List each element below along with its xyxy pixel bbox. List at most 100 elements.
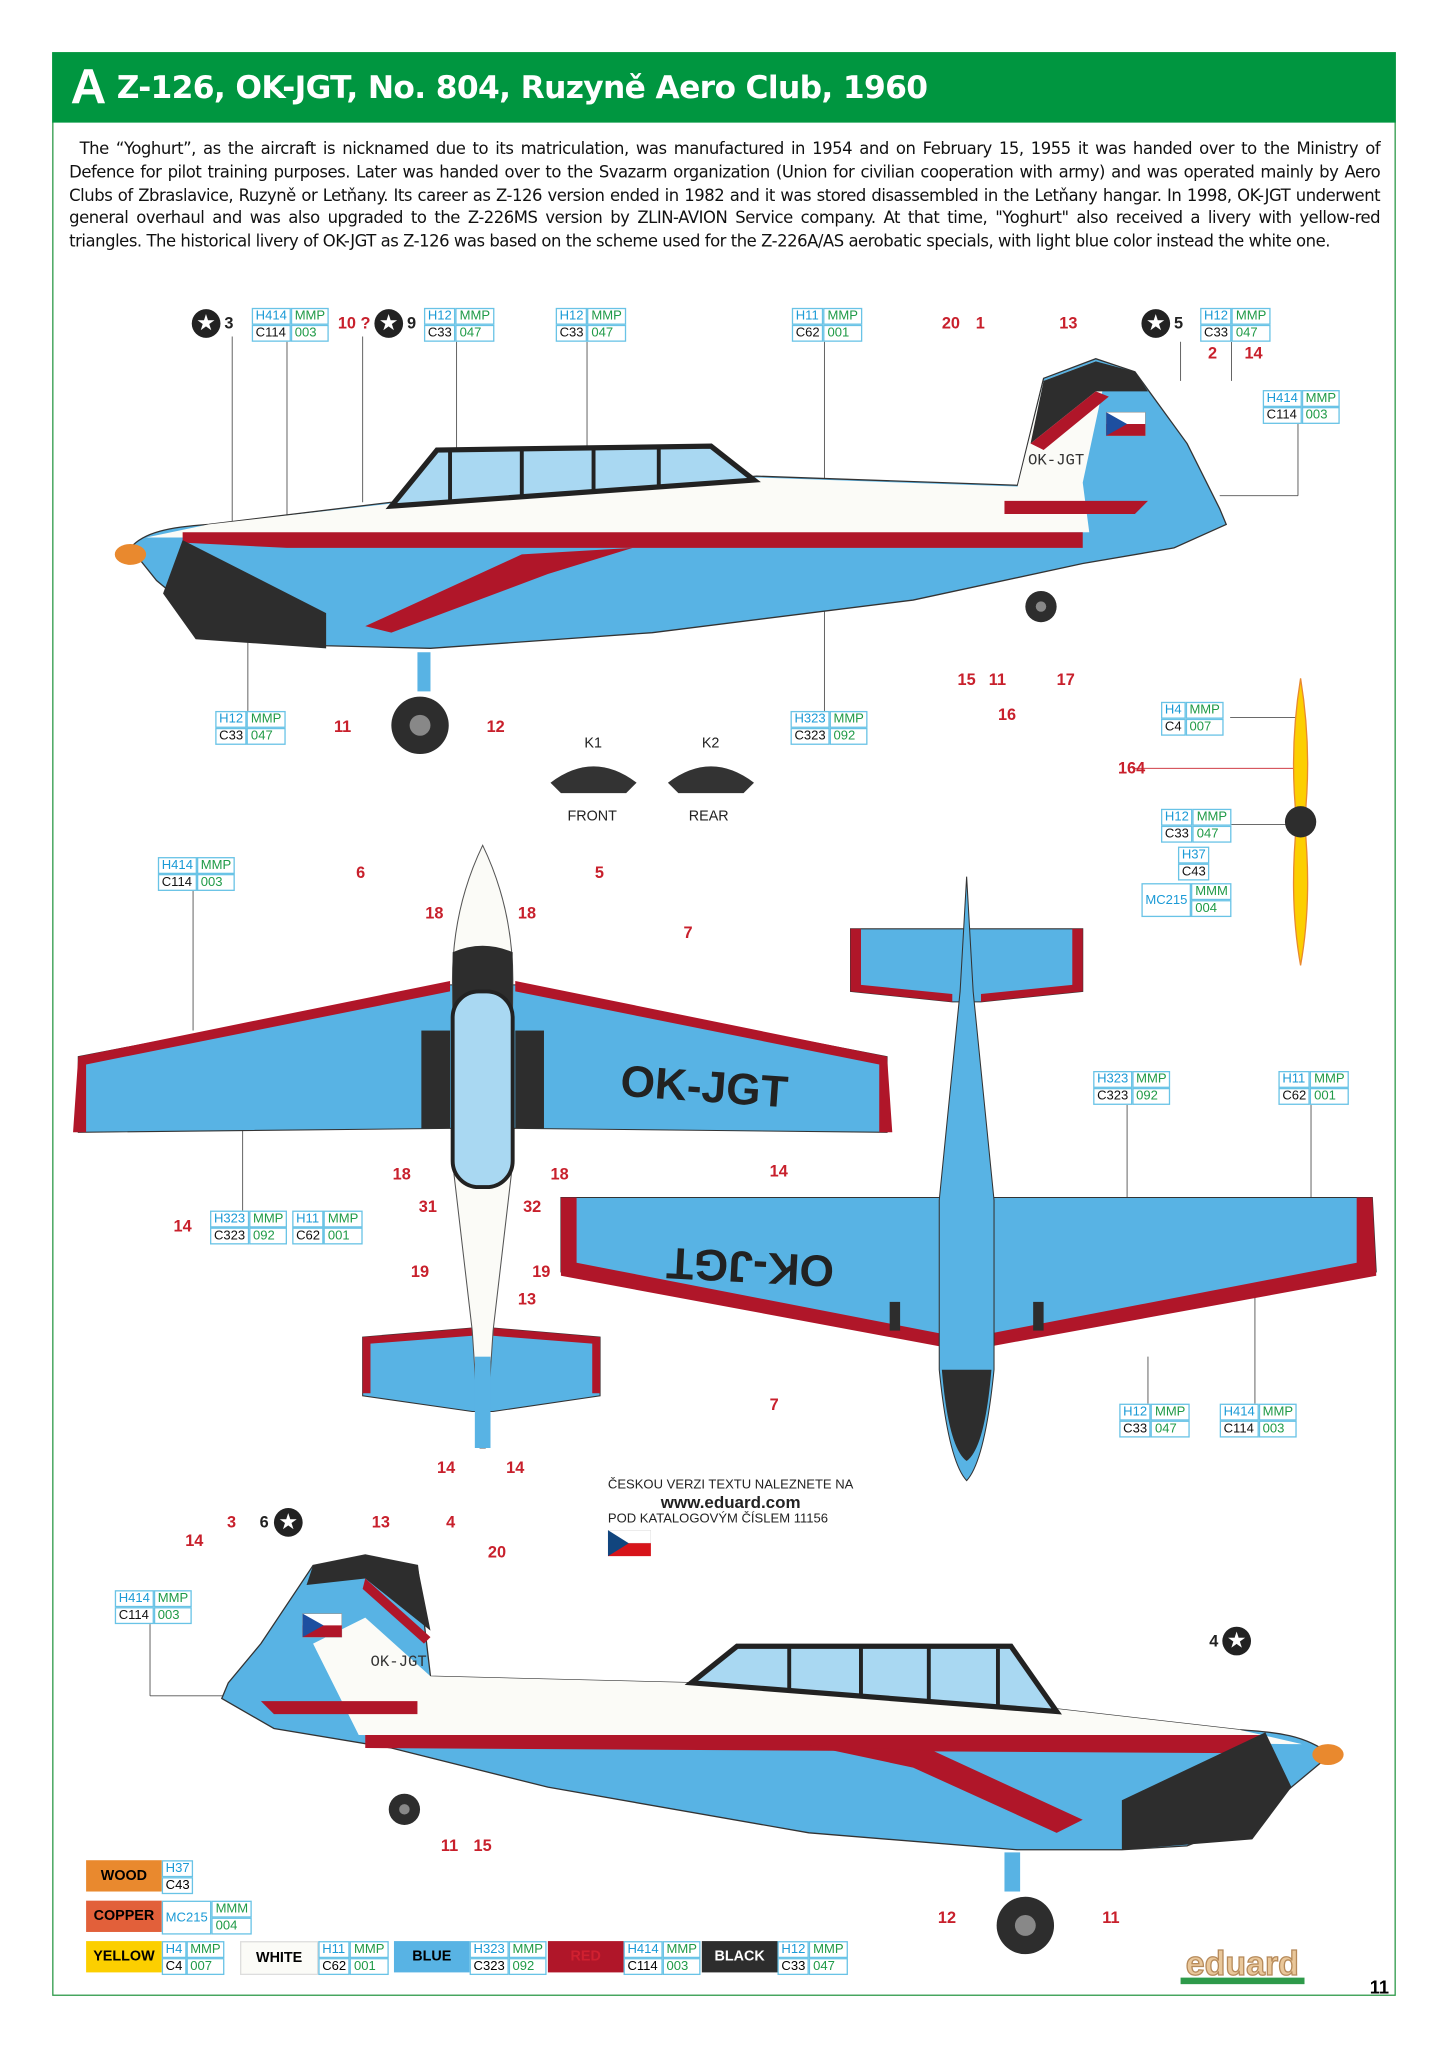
decal-number: 20 [941, 314, 960, 333]
color-swatch: BLACK [701, 1941, 778, 1973]
decal-number: 12 [486, 717, 505, 736]
decal-number: 4 [1209, 1631, 1219, 1651]
intro-text: The “Yoghurt”, as the aircraft is nickna… [69, 138, 1381, 251]
decal-number: 13 [1059, 314, 1078, 333]
decal-number: 18 [550, 1164, 569, 1184]
decal-number: 14 [506, 1458, 525, 1477]
bottom-view: OK-JGT [560, 876, 1377, 1482]
decal-number: 14 [173, 1217, 192, 1236]
decal-number: 31 [418, 1197, 437, 1216]
page-number: 11 [1369, 1976, 1390, 1998]
decal-number: 2 [1207, 344, 1218, 363]
decal-number: 15 [957, 670, 976, 689]
panel-label-front: FRONT [567, 808, 617, 825]
decal-number: 9 [407, 314, 417, 333]
czech-flag-icon [607, 1530, 651, 1557]
decal-number: 19 [532, 1262, 551, 1282]
decal-number: 18 [517, 904, 537, 923]
decal-number: 11 [988, 670, 1007, 689]
decal-number: 7 [769, 1395, 779, 1415]
color-swatch: WHITE [240, 1941, 319, 1976]
decal-number: 5 [1174, 314, 1184, 333]
decal-number: 13 [517, 1290, 537, 1309]
national-star-icon: ★ [273, 1508, 303, 1537]
decal-number: 13 [371, 1513, 390, 1532]
decal-number: 19 [410, 1262, 430, 1282]
decal-number: 11 [440, 1836, 459, 1855]
decal-number: 16 [997, 705, 1017, 724]
color-swatch: WOOD [86, 1860, 162, 1892]
decal-number: 5 [594, 863, 604, 882]
decal-number: 4 [446, 1513, 456, 1532]
decal-number: 18 [392, 1164, 411, 1184]
color-swatch: RED [547, 1941, 624, 1973]
czech-version-note: ČESKOU VERZI TEXTU NALEZNETE NA www.edua… [608, 1477, 853, 1528]
decal-number: 20 [487, 1543, 507, 1562]
decal-number: 164 [1117, 759, 1146, 778]
side-view-right: OK-JGT [220, 1554, 1344, 1955]
decal-number: 11 [1102, 1908, 1120, 1927]
decal-number: 14 [1244, 344, 1263, 363]
top-view: OK-JGT [73, 844, 893, 1449]
decal-number: 11 [333, 717, 352, 736]
decal-number: 32 [523, 1197, 542, 1216]
page-title: Z-126, OK-JGT, No. 804, Ruzyně Aero Club… [116, 69, 928, 106]
decal-number: 14 [437, 1458, 456, 1477]
color-swatch: COPPER [86, 1900, 162, 1932]
decal-number: 10 ? [337, 314, 371, 333]
national-star-icon: ★ [1222, 1626, 1252, 1656]
svg-text:OK-JGT: OK-JGT [619, 1057, 790, 1118]
eduard-url-link[interactable]: www.eduard.com [660, 1492, 801, 1512]
decal-number: 1 [975, 314, 985, 333]
czech-note-line: ČESKOU VERZI TEXTU NALEZNETE NA [607, 1477, 854, 1493]
decal-number: 3 [226, 1513, 237, 1532]
eduard-logo: eduard [1180, 1946, 1305, 1985]
panel-label-k1: K1 [584, 735, 602, 752]
decal-number: 3 [224, 314, 234, 333]
panel-label-rear: REAR [688, 808, 729, 825]
instrument-panels [550, 766, 755, 794]
national-star-icon: ★ [374, 309, 404, 338]
color-swatch: YELLOW [86, 1941, 162, 1973]
svg-text:OK-JGT: OK-JGT [1028, 451, 1084, 469]
side-view-left: OK-JGT [114, 358, 1228, 755]
panel-label-k2: K2 [701, 735, 720, 752]
decal-number: 12 [937, 1908, 957, 1927]
decal-number: 18 [425, 904, 444, 923]
header-bar: A Z-126, OK-JGT, No. 804, Ruzyně Aero Cl… [52, 52, 1396, 123]
national-star-icon: ★ [1141, 309, 1171, 338]
svg-text:OK-JGT: OK-JGT [370, 1653, 426, 1671]
decal-number: 17 [1056, 670, 1075, 689]
decal-number: 7 [683, 923, 693, 942]
czech-note-line: POD KATALOGOVÝM ČÍSLEM 11156 [607, 1511, 829, 1527]
decal-number: 14 [769, 1162, 788, 1181]
